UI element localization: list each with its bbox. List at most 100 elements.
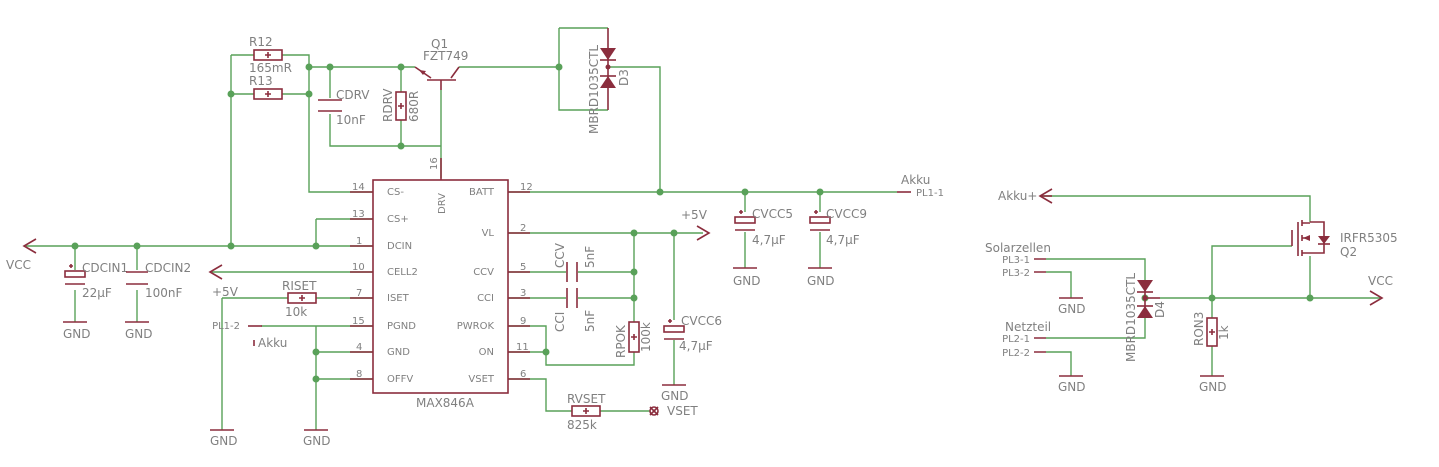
p5v-right-label: +5V bbox=[681, 208, 708, 222]
diode-d4: MBRD1035CTL D4 bbox=[1124, 273, 1167, 362]
resistor-riset: RISET 10k bbox=[282, 279, 317, 319]
rvset-name: RVSET bbox=[567, 392, 606, 406]
pl2-2-label: PL2-2 bbox=[1002, 348, 1030, 359]
cvcc6-name: CVCC6 bbox=[681, 314, 722, 328]
ic-pin-cs-minus: CS- bbox=[387, 187, 404, 198]
ic-pinnum-12: 12 bbox=[520, 182, 533, 193]
resistor-rvset: RVSET 825k bbox=[567, 392, 606, 432]
akku-plus-label: Akku+ bbox=[998, 189, 1037, 203]
ic-pinnum-10: 10 bbox=[352, 262, 365, 273]
pl2-1-label: PL2-1 bbox=[1002, 334, 1030, 345]
cvcc6-value: 4,7µF bbox=[679, 339, 713, 353]
ccv-name: CCV bbox=[553, 242, 567, 268]
resistor-ron3: RON3 1k bbox=[1192, 312, 1231, 347]
transistor-q1: Q1 FZT749 bbox=[414, 37, 468, 90]
p5v-right-symbol: +5V bbox=[681, 208, 711, 241]
ccv-value: 5nF bbox=[583, 246, 597, 268]
cvcc5-name: CVCC5 bbox=[752, 207, 793, 221]
resistor-r12: R12 165mR bbox=[249, 35, 292, 75]
ic-pin-iset: ISET bbox=[387, 293, 410, 304]
cell2-arrow-symbol bbox=[208, 264, 223, 280]
ic-pin-drv: DRV bbox=[437, 193, 448, 214]
akku-pl12-symbol: Akku bbox=[253, 336, 287, 350]
gnd-label-riset: GND bbox=[210, 434, 238, 448]
cdcin2-name: CDCIN2 bbox=[145, 261, 191, 275]
riset-value: 10k bbox=[285, 305, 307, 319]
cvcc9-value: 4,7µF bbox=[826, 233, 860, 247]
ic-max846a: CS- CS+ DCIN CELL2 ISET PGND GND OFFV 14… bbox=[350, 157, 533, 410]
ic-pin-pwrok: PWROK bbox=[457, 321, 495, 332]
ic-pinnum-8: 8 bbox=[356, 369, 362, 380]
ic-pinnum-6: 6 bbox=[520, 369, 526, 380]
riset-name: RISET bbox=[282, 279, 317, 293]
rdrv-value: 680R bbox=[407, 91, 421, 122]
ic-pin-ccv: CCV bbox=[473, 267, 494, 278]
ic-pinnum-11: 11 bbox=[516, 342, 529, 353]
q1-name: Q1 bbox=[431, 37, 448, 51]
ic-pin-dcin: DCIN bbox=[387, 241, 412, 252]
ic-pinnum-15: 15 bbox=[352, 316, 365, 327]
ic-pin-on: ON bbox=[479, 347, 494, 358]
r12-name: R12 bbox=[249, 35, 273, 49]
akku-plus-symbol: Akku+ bbox=[998, 188, 1053, 204]
d4-name: D4 bbox=[1153, 301, 1167, 318]
rvset-value: 825k bbox=[567, 418, 597, 432]
gnd-label-cvcc5: GND bbox=[733, 274, 761, 288]
cdcin2-value: 100nF bbox=[145, 286, 183, 300]
ic-pinnum-14: 14 bbox=[352, 182, 365, 193]
akku-pl12-label: Akku bbox=[258, 336, 287, 350]
ic-pin-cs-plus: CS+ bbox=[387, 214, 409, 225]
vcc-left-label: VCC bbox=[6, 258, 31, 272]
d3-value: MBRD1035CTL bbox=[587, 45, 601, 134]
ic-pin-gnd: GND bbox=[387, 347, 410, 358]
q2-name: Q2 bbox=[1340, 245, 1357, 259]
capacitor-cvcc5: CVCC5 4,7µF bbox=[734, 207, 793, 247]
capacitor-cdcin1: CDCIN1 22µF bbox=[64, 261, 128, 300]
resistor-r13: R13 bbox=[249, 74, 283, 100]
r13-name: R13 bbox=[249, 74, 273, 88]
akku-out-label: Akku bbox=[901, 173, 930, 187]
p5v-left-label: +5V bbox=[212, 285, 239, 299]
vcc-right-label: VCC bbox=[1368, 274, 1393, 288]
gnd-label-pl2: GND bbox=[1058, 380, 1086, 394]
connector-pl3: PL3-1 PL3-2 Solarzellen bbox=[985, 241, 1051, 279]
resistor-rpok: RPOK 100k bbox=[614, 321, 653, 358]
connector-pl1-1: PL1-1 bbox=[897, 188, 944, 199]
junctions bbox=[71, 63, 1314, 383]
r12-value: 165mR bbox=[249, 61, 292, 75]
capacitor-cci: CCI 5nF bbox=[553, 288, 597, 332]
ic-pinnum-7: 7 bbox=[356, 288, 362, 299]
resistor-rdrv: RDRV 680R bbox=[381, 88, 421, 122]
ic-name: MAX846A bbox=[416, 396, 475, 410]
vset-label: VSET bbox=[667, 404, 698, 418]
solarzellen-label: Solarzellen bbox=[985, 241, 1051, 255]
connector-pl2: PL2-1 PL2-2 Netzteil bbox=[1002, 320, 1051, 359]
ic-pinnum-5: 5 bbox=[520, 262, 526, 273]
capacitor-cdcin2: CDCIN2 100nF bbox=[126, 261, 191, 300]
cci-value: 5nF bbox=[583, 310, 597, 332]
capacitor-cvcc6: CVCC6 4,7µF bbox=[663, 314, 722, 353]
rpok-value: 100k bbox=[639, 322, 653, 352]
rdrv-name: RDRV bbox=[381, 88, 395, 122]
q2-value: IRFR5305 bbox=[1340, 231, 1398, 245]
ic-pinnum-2: 2 bbox=[520, 223, 526, 234]
gnd-label-ic: GND bbox=[303, 434, 331, 448]
vset-symbol: VSET bbox=[649, 404, 698, 418]
ron3-name: RON3 bbox=[1192, 312, 1206, 346]
gnd-label-cdcin1: GND bbox=[63, 327, 91, 341]
ic-pinnum-13: 13 bbox=[352, 209, 365, 220]
ic-pin-cci: CCI bbox=[477, 293, 494, 304]
capacitor-ccv: CCV 5nF bbox=[553, 242, 597, 282]
netzteil-label: Netzteil bbox=[1005, 320, 1051, 334]
diode-d3: MBRD1035CTL D3 bbox=[587, 28, 631, 134]
wires bbox=[26, 27, 1380, 430]
transistor-q2: IRFR5305 Q2 bbox=[1291, 220, 1398, 259]
pl3-2-label: PL3-2 bbox=[1002, 268, 1030, 279]
rpok-name: RPOK bbox=[614, 324, 628, 358]
capacitor-cvcc9: CVCC9 4,7µF bbox=[809, 207, 867, 247]
cvcc9-name: CVCC9 bbox=[826, 207, 867, 221]
ic-pin-batt: BATT bbox=[469, 187, 495, 198]
cdcin1-name: CDCIN1 bbox=[82, 261, 128, 275]
ic-pinnum-1: 1 bbox=[356, 236, 362, 247]
cdrv-value: 10nF bbox=[336, 113, 366, 127]
